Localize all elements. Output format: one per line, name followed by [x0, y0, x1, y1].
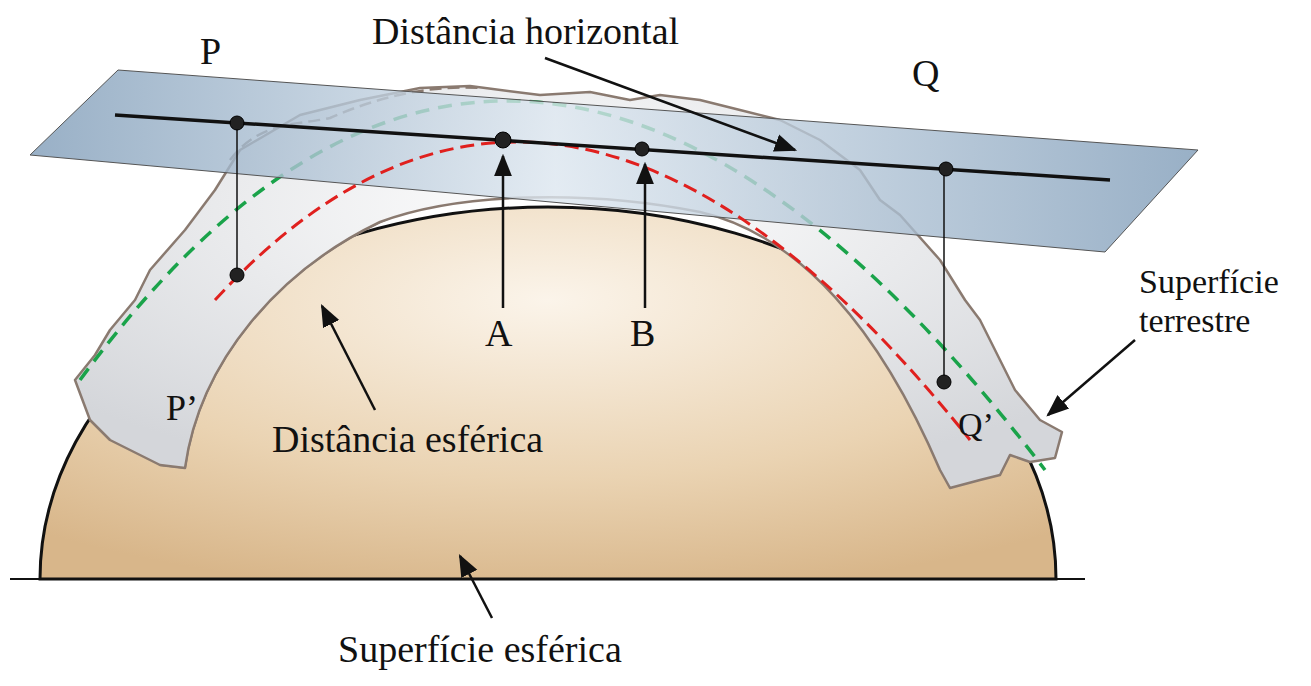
- surface-label: Superfície terrestre: [1139, 262, 1305, 340]
- projection-line: [236, 123, 238, 275]
- point-label: Q’: [958, 405, 994, 444]
- point-label: P’: [166, 388, 198, 429]
- surface-label: Superfície esférica: [338, 628, 622, 672]
- plane-label: Distância horizontal: [372, 10, 679, 54]
- horizontal-plane: [30, 70, 1198, 252]
- point-label: P: [200, 30, 221, 74]
- point-label: B: [630, 312, 655, 356]
- point-label: Q: [912, 52, 939, 96]
- points: [230, 116, 953, 389]
- leader-arrows: [322, 58, 1135, 618]
- spherical-distance-arc: [215, 142, 970, 440]
- horizontal-line: [115, 115, 1110, 180]
- point-label: A: [485, 312, 512, 356]
- distance-label: Distância esférica: [272, 418, 543, 462]
- projection-line: [943, 169, 945, 382]
